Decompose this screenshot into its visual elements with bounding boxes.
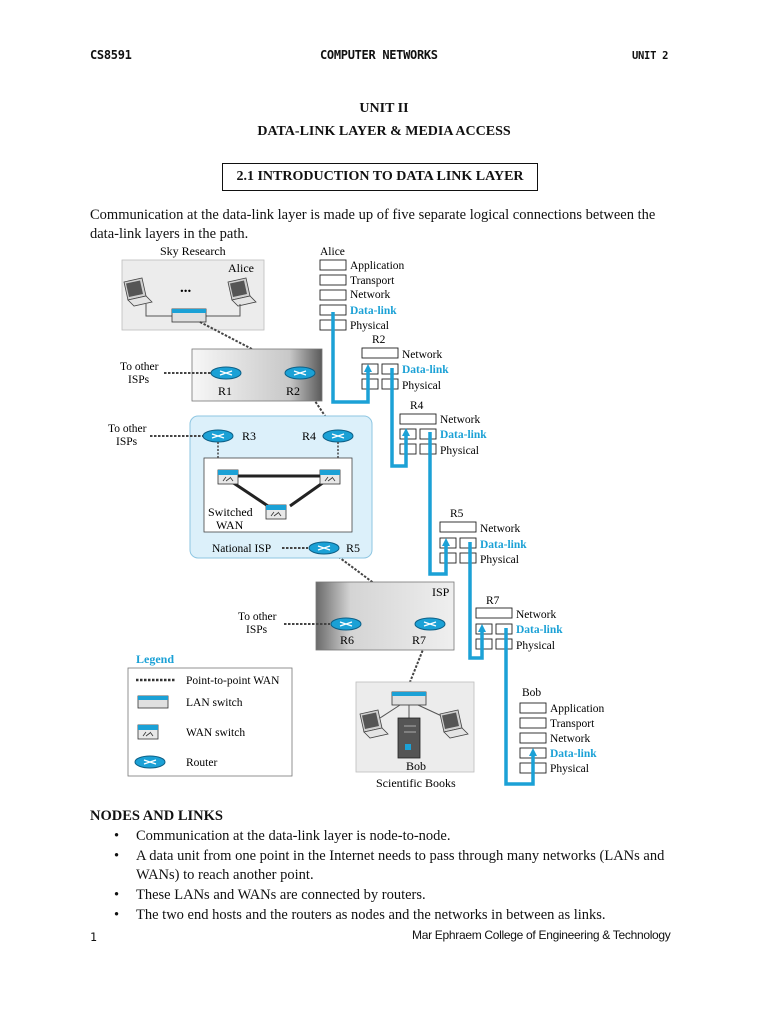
r2-label: R2 [286, 384, 300, 398]
layer-physical: Physical [516, 640, 555, 652]
unit-label: UNIT 2 [632, 50, 669, 62]
isp-label: ISP [432, 585, 450, 599]
layer-network: Network [480, 523, 520, 535]
r6-label: R6 [340, 633, 354, 647]
protocol-stacks: Alice Application Transport Network Data… [319, 246, 605, 775]
lan-switch-icon [171, 308, 207, 323]
layer-datalink: Data-link [402, 364, 449, 376]
layer-network: Network [440, 414, 480, 426]
legend-p2p: Point-to-point WAN [186, 675, 280, 687]
r5-stack-label: R5 [450, 508, 464, 520]
list-item: These LANs and WANs are connected by rou… [90, 886, 690, 905]
wan-switch-icon [217, 469, 239, 485]
scientific-books-label: Scientific Books [376, 776, 456, 790]
college-name: Mar Ephraem College of Engineering & Tec… [412, 928, 671, 942]
list-item: Communication at the data-link layer is … [90, 827, 690, 846]
layer-application: Application [550, 703, 605, 715]
sky-research-label: Sky Research [160, 244, 226, 258]
router-icon [210, 366, 242, 380]
router-icon [322, 429, 354, 443]
lan-switch-icon [391, 691, 427, 706]
server-icon [397, 717, 421, 759]
layer-datalink: Data-link [480, 539, 527, 551]
r4-stack-label: R4 [410, 400, 424, 412]
alice-stack-label: Alice [320, 246, 345, 258]
router-icon [414, 617, 446, 631]
layer-network: Network [516, 609, 556, 621]
r1-label: R1 [218, 384, 232, 398]
bob-stack-label: Bob [522, 687, 541, 699]
list-item: A data unit from one point in the Intern… [90, 847, 690, 884]
r2-stack-label: R2 [372, 334, 386, 346]
unit-title: UNIT II [359, 101, 409, 116]
bob-label: Bob [406, 759, 426, 773]
nodes-links-list: Communication at the data-link layer is … [90, 827, 690, 926]
data-link-path [331, 312, 535, 786]
legend-title: Legend [136, 652, 174, 666]
legend: Legend Point-to-point WAN LAN switch WAN… [127, 652, 293, 777]
layer-datalink: Data-link [516, 624, 563, 636]
layer-physical: Physical [480, 554, 519, 566]
layer-network: Network [350, 289, 390, 301]
layer-datalink: Data-link [350, 305, 397, 317]
national-isp-label: National ISP [212, 543, 271, 555]
wan-switch-icon [265, 504, 287, 520]
r4-label: R4 [302, 429, 316, 443]
layer-physical: Physical [402, 380, 441, 392]
list-item: The two end hosts and the routers as nod… [90, 906, 690, 925]
intro-paragraph: Communication at the data-link layer is … [90, 207, 656, 242]
unit-subtitle: DATA-LINK LAYER & MEDIA ACCESS [257, 124, 511, 139]
course-code: CS8591 [90, 48, 132, 62]
nodes-links-heading: NODES AND LINKS [90, 808, 223, 824]
data-link-arrows [364, 364, 537, 756]
router-icon [284, 366, 316, 380]
layer-application: Application [350, 260, 405, 272]
r3-label: R3 [242, 429, 256, 443]
layer-physical: Physical [550, 763, 589, 775]
router-icon [330, 617, 362, 631]
layer-physical: Physical [350, 320, 389, 332]
layer-datalink: Data-link [440, 429, 487, 441]
isp-network [315, 581, 455, 651]
layer-datalink: Data-link [550, 748, 597, 760]
r7-stack-label: R7 [486, 595, 500, 607]
alice-label: Alice [228, 261, 254, 275]
more-hosts-dots: ... [180, 280, 192, 296]
layer-network: Network [402, 349, 442, 361]
course-title: COMPUTER NETWORKS [320, 48, 438, 62]
scientific-books-network: Bob [355, 681, 475, 773]
page-number: 1 [90, 930, 97, 944]
layer-network: Network [550, 733, 590, 745]
layer-physical: Physical [440, 445, 479, 457]
r7-label: R7 [412, 633, 426, 647]
sky-research-network: Sky Research Alice ... [121, 244, 265, 331]
wan-switch-icon [319, 469, 341, 485]
router-icon [308, 541, 340, 555]
r5-label: R5 [346, 541, 360, 555]
wan-switch-icon [137, 724, 159, 740]
legend-lan-switch: LAN switch [186, 697, 243, 709]
router-icon [134, 755, 166, 769]
legend-router: Router [186, 757, 217, 769]
layer-transport: Transport [350, 275, 395, 287]
legend-wan-switch: WAN switch [186, 727, 245, 739]
section-heading: 2.1 INTRODUCTION TO DATA LINK LAYER [222, 163, 538, 191]
layer-transport: Transport [550, 718, 595, 730]
lan-switch-icon [137, 695, 169, 709]
router-icon [202, 429, 234, 443]
